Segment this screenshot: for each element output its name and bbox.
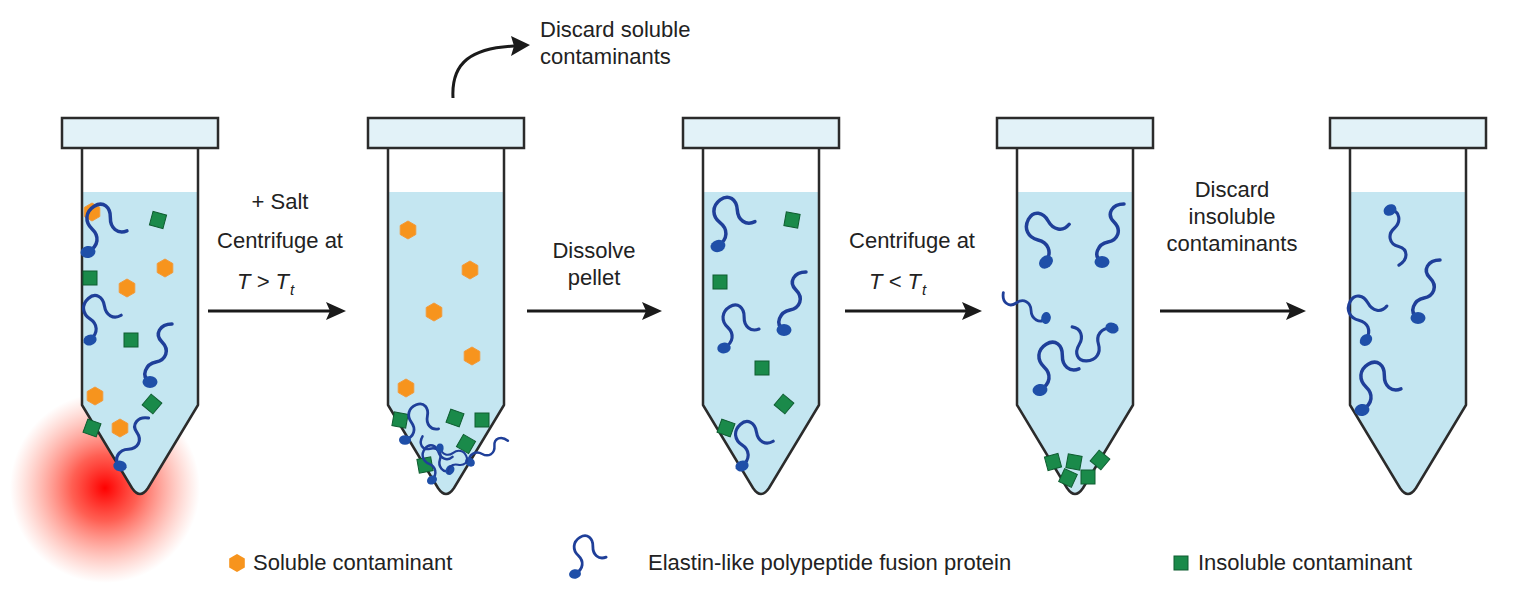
legend-swatch-shape	[1174, 556, 1188, 570]
step-label: + Salt	[200, 188, 360, 215]
step-label: Dissolve pellet	[539, 237, 649, 291]
legend-swatch	[1170, 552, 1192, 574]
tube	[368, 118, 524, 494]
step-label: Discard insoluble contaminants	[1157, 176, 1307, 257]
legend-swatch-shape	[229, 554, 245, 572]
legend-swatch	[226, 552, 248, 574]
step-label: Discard soluble contaminants	[540, 16, 740, 70]
tube	[997, 118, 1153, 494]
legend-text: Elastin-like polypeptide fusion protein	[648, 549, 1011, 576]
step-label: T < T	[801, 268, 921, 295]
tube-contents	[1335, 202, 1440, 417]
tube-contents	[699, 192, 806, 474]
discard-arrow	[453, 36, 530, 98]
step-label: t	[922, 281, 942, 299]
step-label: t	[290, 281, 310, 299]
legend-text: Insoluble contaminant	[1198, 549, 1412, 576]
tube-contents	[392, 221, 508, 486]
step-label: Centrifuge at	[200, 227, 360, 254]
step-label: Centrifuge at	[832, 227, 992, 254]
step-label: T > T	[169, 268, 289, 295]
tube	[62, 118, 218, 494]
legend-icon	[563, 533, 609, 580]
legend-text: Soluble contaminant	[253, 549, 452, 576]
tube	[683, 118, 839, 494]
tube-contents	[70, 200, 173, 474]
process-arrow	[208, 302, 1306, 320]
tube-contents	[999, 200, 1124, 487]
tube	[1330, 118, 1486, 494]
